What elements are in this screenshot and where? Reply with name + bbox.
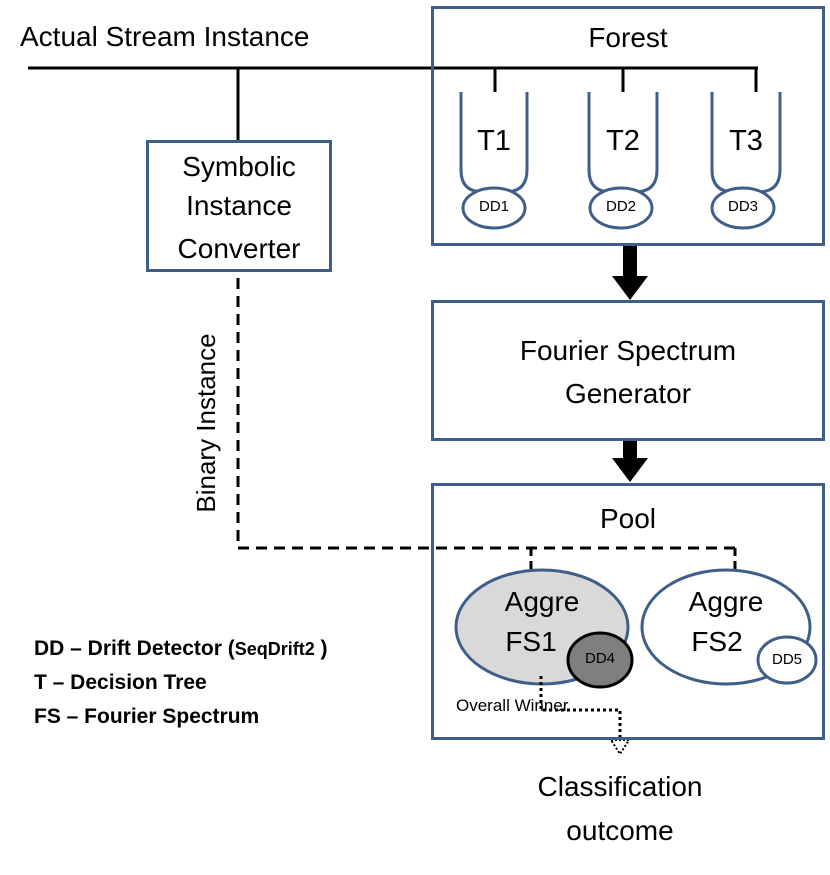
detector-dd4-label: DD4 [584, 650, 615, 667]
dd4-ellipse [566, 631, 634, 689]
fs2-line2: FS2 [691, 626, 743, 657]
converter-line3: Converter [177, 233, 301, 264]
binary-instance-path [236, 278, 735, 550]
fs1-line1: Aggre [504, 586, 580, 617]
outcome-line2: outcome [566, 815, 674, 846]
generator-box [431, 300, 825, 441]
legend-dd-suffix: ) [314, 637, 328, 660]
stream-label: Actual Stream Instance [20, 21, 310, 52]
forest-box [431, 6, 825, 246]
generator-line1: Fourier Spectrum [519, 335, 737, 366]
detector-dd1-label: DD1 [478, 198, 509, 215]
fs2-line1: Aggre [688, 586, 764, 617]
detector-dd2-shape [588, 186, 654, 230]
winner-path [539, 676, 622, 742]
detector-dd1-shape [461, 186, 527, 230]
winner-arrowhead [609, 739, 631, 756]
converter-line1: Symbolic [182, 151, 296, 182]
pool-title: Pool [599, 503, 657, 534]
detector-dd3-shape [710, 186, 776, 230]
tree-label-t3: T3 [729, 125, 763, 157]
generator-line2: Generator [564, 378, 692, 409]
legend-dd: DD – Drift Detector (SeqDrift2 ) [34, 638, 328, 659]
forest-title: Forest [588, 22, 668, 53]
detector-dd3-label: DD3 [727, 198, 758, 215]
legend-fs: FS – Fourier Spectrum [34, 705, 260, 728]
fs1-line2: FS1 [505, 626, 557, 657]
detector-dd5-label: DD5 [771, 651, 802, 668]
outcome-line1: Classification [537, 771, 703, 802]
converter-box [146, 140, 332, 272]
forest-to-generator-arrowhead [612, 276, 648, 300]
dd5-ellipse [756, 635, 818, 685]
pool-box [431, 483, 825, 740]
detector-dd2-label: DD2 [605, 198, 636, 215]
binary-instance-label: Binary Instance [191, 333, 221, 513]
tree-label-t1: T1 [477, 125, 511, 157]
winner-label: Overall Winner [456, 696, 569, 715]
converter-line2: Instance [186, 190, 292, 221]
legend-dd-prefix: DD – Drift Detector ( [34, 637, 235, 660]
tree-label-t2: T2 [606, 125, 640, 157]
legend-t: T – Decision Tree [34, 671, 207, 694]
generator-to-pool-arrowhead [612, 458, 648, 482]
legend-dd-method: SeqDrift2 [234, 639, 315, 659]
